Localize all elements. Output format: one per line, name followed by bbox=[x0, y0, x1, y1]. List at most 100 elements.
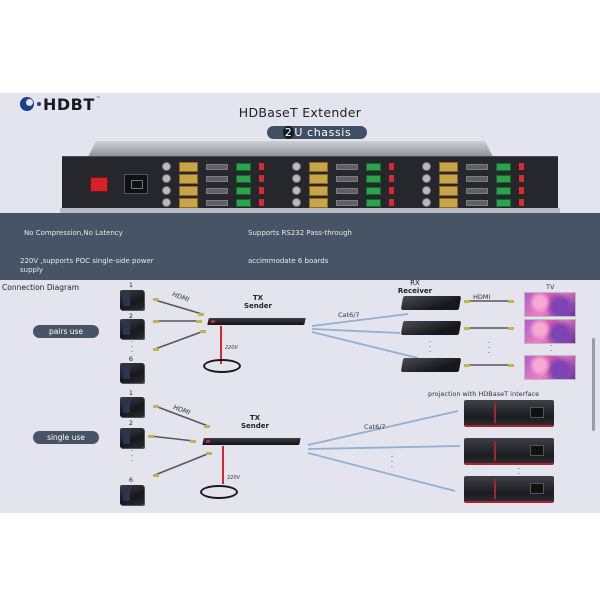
dip-switch-icon bbox=[389, 175, 394, 182]
rj45-port-icon bbox=[179, 185, 198, 196]
knob-icon bbox=[162, 186, 171, 195]
logo-mark-icon bbox=[20, 97, 34, 111]
dip-switch-icon bbox=[519, 199, 524, 206]
power-cord-icon bbox=[203, 359, 241, 373]
ellipsis-vertical-icon: ··· bbox=[487, 339, 491, 357]
logo-trademark: ™ bbox=[95, 96, 101, 102]
cable-lines bbox=[148, 298, 514, 492]
hdmi-port-icon bbox=[336, 175, 358, 182]
chassis-front-panel bbox=[62, 156, 558, 210]
hdmi-port-icon bbox=[336, 199, 358, 206]
knob-icon bbox=[292, 174, 301, 183]
knob-icon bbox=[422, 186, 431, 195]
knob-icon bbox=[162, 162, 171, 171]
terminal-block-icon bbox=[496, 162, 511, 171]
dip-switch-icon bbox=[389, 163, 394, 170]
badge-text: U chassis bbox=[294, 126, 352, 139]
knob-icon bbox=[422, 174, 431, 183]
rj45-port-icon bbox=[179, 197, 198, 208]
hdmi-port-icon bbox=[206, 175, 228, 182]
chassis-top-panel bbox=[88, 141, 493, 157]
hdmi-port-icon bbox=[466, 187, 488, 194]
dip-switch-icon bbox=[259, 163, 264, 170]
terminal-block-icon bbox=[236, 198, 251, 207]
rj45-port-icon bbox=[179, 161, 198, 172]
tx-label-line2: Sender bbox=[244, 302, 272, 310]
cat-cable-label: Cat6/7 bbox=[338, 311, 360, 319]
projector-icon bbox=[464, 476, 554, 503]
rj45-port-icon bbox=[309, 197, 328, 208]
hdmi-port-icon bbox=[336, 187, 358, 194]
logo-dot-icon bbox=[37, 102, 41, 106]
rj45-port-icon bbox=[439, 185, 458, 196]
source-device-icon bbox=[120, 397, 144, 417]
dip-switch-icon bbox=[519, 187, 524, 194]
source-number: 2 bbox=[128, 419, 134, 427]
source-device-icon bbox=[120, 428, 144, 448]
rj45-port-icon bbox=[439, 161, 458, 172]
board-row bbox=[162, 161, 552, 172]
connection-diagram-title: Connection Diagram bbox=[2, 283, 80, 292]
tx-label-line1: TX bbox=[249, 414, 261, 422]
terminal-block-icon bbox=[366, 162, 381, 171]
source-number: 2 bbox=[128, 312, 134, 320]
source-device-icon bbox=[120, 319, 144, 339]
rj45-port-icon bbox=[179, 173, 198, 184]
dip-switch-icon bbox=[259, 175, 264, 182]
power-cable-icon bbox=[222, 446, 224, 484]
tv-icon bbox=[524, 355, 576, 380]
terminal-block-icon bbox=[236, 162, 251, 171]
hdmi-port-icon bbox=[336, 163, 358, 170]
source-number: 6 bbox=[128, 476, 134, 484]
terminal-block-icon bbox=[236, 186, 251, 195]
dip-switch-icon bbox=[389, 187, 394, 194]
terminal-block-icon bbox=[366, 198, 381, 207]
dip-switch-icon bbox=[259, 199, 264, 206]
power-switch-icon bbox=[90, 177, 108, 192]
dip-switch-icon bbox=[519, 175, 524, 182]
terminal-block-icon bbox=[366, 174, 381, 183]
terminal-block-icon bbox=[236, 174, 251, 183]
hdmi-port-icon bbox=[206, 187, 228, 194]
hdbt-logo: HDBT ™ bbox=[20, 94, 101, 114]
rx-receiver-device-icon bbox=[400, 321, 462, 335]
source-device-icon bbox=[120, 290, 144, 310]
feature-boards: accimmodate 6 boards bbox=[248, 257, 329, 265]
chassis-base bbox=[60, 208, 560, 213]
tv-icon bbox=[524, 292, 576, 317]
ellipsis-vertical-icon: ··· bbox=[390, 453, 394, 471]
tv-icon bbox=[524, 319, 576, 344]
feature-band: No Compression,No Latency Supports RS232… bbox=[0, 213, 600, 280]
source-device-icon bbox=[120, 363, 144, 383]
logo-text: HDBT bbox=[43, 94, 95, 114]
tx-label-line2: Sender bbox=[241, 422, 269, 430]
ellipsis-vertical-icon: ··· bbox=[428, 338, 432, 356]
hdmi-port-icon bbox=[206, 163, 228, 170]
knob-icon bbox=[422, 162, 431, 171]
board-row bbox=[162, 197, 552, 208]
page-title: HDBaseT Extender bbox=[238, 105, 362, 120]
dip-switch-icon bbox=[519, 163, 524, 170]
dip-switch-icon bbox=[389, 199, 394, 206]
hdmi-port-icon bbox=[206, 199, 228, 206]
power-label: 220V bbox=[227, 475, 240, 481]
projection-label: projection with HDBaseT interface bbox=[428, 390, 540, 398]
terminal-block-icon bbox=[366, 186, 381, 195]
feature-power-supply: 220V ,supports POC single-side power sup… bbox=[20, 257, 154, 274]
source-device-icon bbox=[120, 485, 144, 505]
scrollbar[interactable] bbox=[592, 338, 595, 431]
rx-receiver-device-icon bbox=[400, 358, 462, 372]
feature-rs232: Supports RS232 Pass-through bbox=[248, 229, 352, 237]
power-label: 220V bbox=[225, 345, 238, 351]
dip-switch-icon bbox=[259, 187, 264, 194]
pairs-use-label: pairs use bbox=[33, 325, 99, 338]
source-number: 6 bbox=[128, 355, 134, 363]
knob-icon bbox=[422, 198, 431, 207]
knob-icon bbox=[292, 198, 301, 207]
power-cable-icon bbox=[220, 326, 222, 364]
ellipsis-vertical-icon: ··· bbox=[130, 447, 134, 465]
ellipsis-vertical-icon: ··· bbox=[130, 338, 134, 356]
single-use-label: single use bbox=[33, 431, 99, 444]
